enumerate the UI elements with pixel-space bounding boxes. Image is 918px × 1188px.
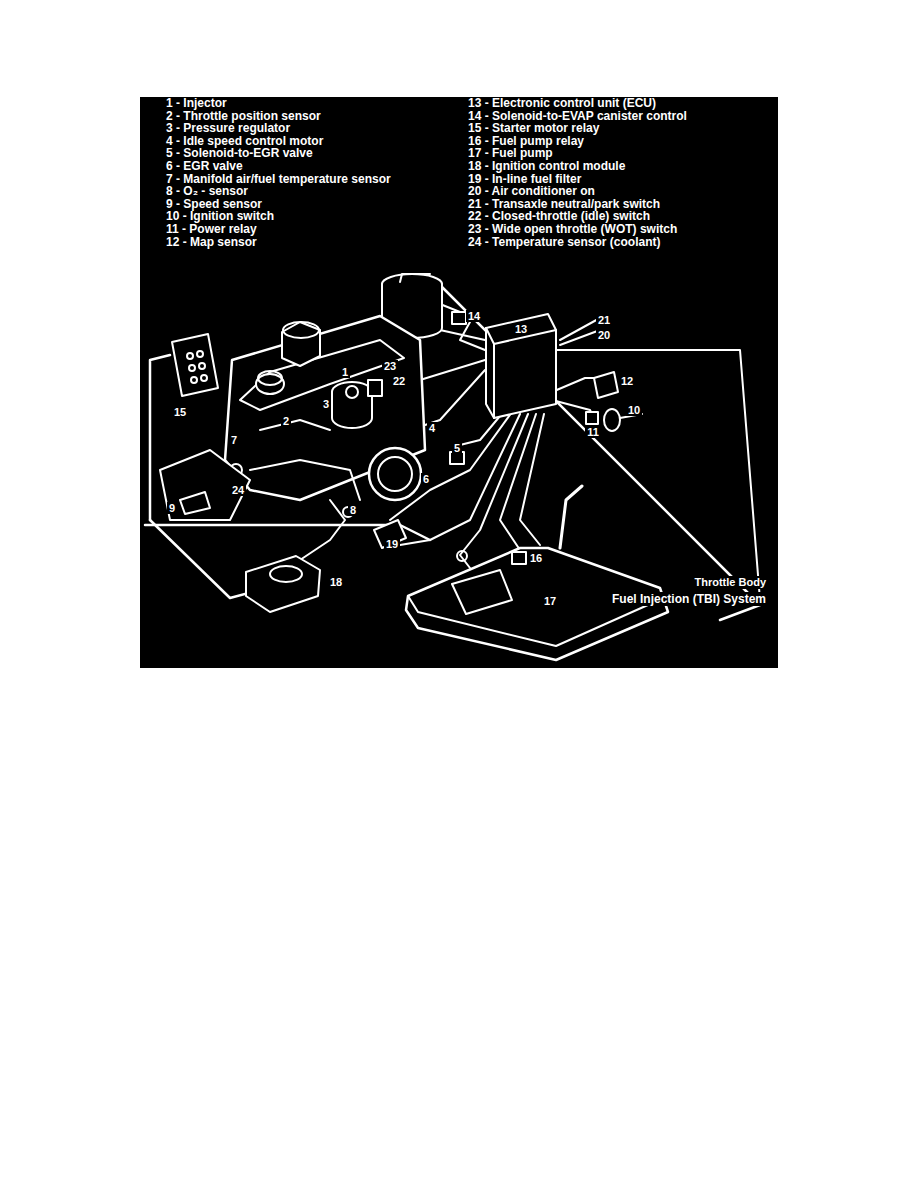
- callout-number: 9: [167, 502, 177, 514]
- legend-entry: 10 - Ignition switch: [166, 210, 274, 223]
- callout-number: 15: [172, 406, 188, 418]
- legend-entry: 3 - Pressure regulator: [166, 122, 290, 135]
- callout-number: 12: [619, 375, 635, 387]
- legend-entry: 18 - Ignition control module: [468, 160, 625, 173]
- callout-number: 4: [427, 422, 437, 434]
- callout-number: 22: [391, 375, 407, 387]
- callout-number: 17: [542, 595, 558, 607]
- legend-entry: 6 - EGR valve: [166, 160, 243, 173]
- callout-number: 21: [596, 314, 612, 326]
- legend-entry: 16 - Fuel pump relay: [468, 135, 584, 148]
- callout-number: 18: [328, 576, 344, 588]
- callout-number: 24: [230, 484, 246, 496]
- callout-number: 1: [340, 366, 350, 378]
- legend-entry: 11 - Power relay: [166, 223, 257, 236]
- legend-entry: 7 - Manifold air/fuel temperature sensor: [166, 173, 391, 186]
- callout-number: 10: [626, 404, 642, 416]
- legend-entry: 19 - In-line fuel filter: [468, 173, 581, 186]
- callout-number: 8: [348, 504, 358, 516]
- legend-entry: 15 - Starter motor relay: [468, 122, 599, 135]
- callout-number: 3: [321, 398, 331, 410]
- legend-entry: 17 - Fuel pump: [468, 147, 553, 160]
- callout-number: 7: [229, 434, 239, 446]
- callout-number: 2: [281, 415, 291, 427]
- legend-entry: 5 - Solenoid-to-EGR valve: [166, 147, 313, 160]
- legend-entry: 8 - O₂ - sensor: [166, 185, 248, 198]
- callout-number: 19: [384, 538, 400, 550]
- callout-number: 6: [421, 473, 431, 485]
- callout-number: 11: [585, 426, 601, 438]
- legend-entry: 2 - Throttle position sensor: [166, 110, 321, 123]
- caption-text: Fuel Injection (TBI) System: [610, 592, 768, 606]
- legend-entry: 23 - Wide open throttle (WOT) switch: [468, 223, 677, 236]
- callout-number: 14: [466, 310, 482, 322]
- legend-entry: 24 - Temperature sensor (coolant): [468, 236, 661, 249]
- callout-number: 16: [528, 552, 544, 564]
- legend-entry: 13 - Electronic control unit (ECU): [468, 97, 656, 110]
- legend-entry: 14 - Solenoid-to-EVAP canister control: [468, 110, 687, 123]
- legend-entry: 21 - Transaxle neutral/park switch: [468, 198, 660, 211]
- callout-number: 13: [513, 323, 529, 335]
- legend-entry: 20 - Air conditioner on: [468, 185, 595, 198]
- legend-entry: 4 - Idle speed control motor: [166, 135, 323, 148]
- callout-number: 5: [452, 442, 462, 454]
- legend-entry: 9 - Speed sensor: [166, 198, 262, 211]
- callout-number: 20: [596, 329, 612, 341]
- caption-text: Throttle Body: [693, 576, 769, 589]
- legend-entry: 1 - Injector: [166, 97, 227, 110]
- legend-entry: 22 - Closed-throttle (idle) switch: [468, 210, 650, 223]
- callout-number: 23: [382, 360, 398, 372]
- legend-entry: 12 - Map sensor: [166, 236, 257, 249]
